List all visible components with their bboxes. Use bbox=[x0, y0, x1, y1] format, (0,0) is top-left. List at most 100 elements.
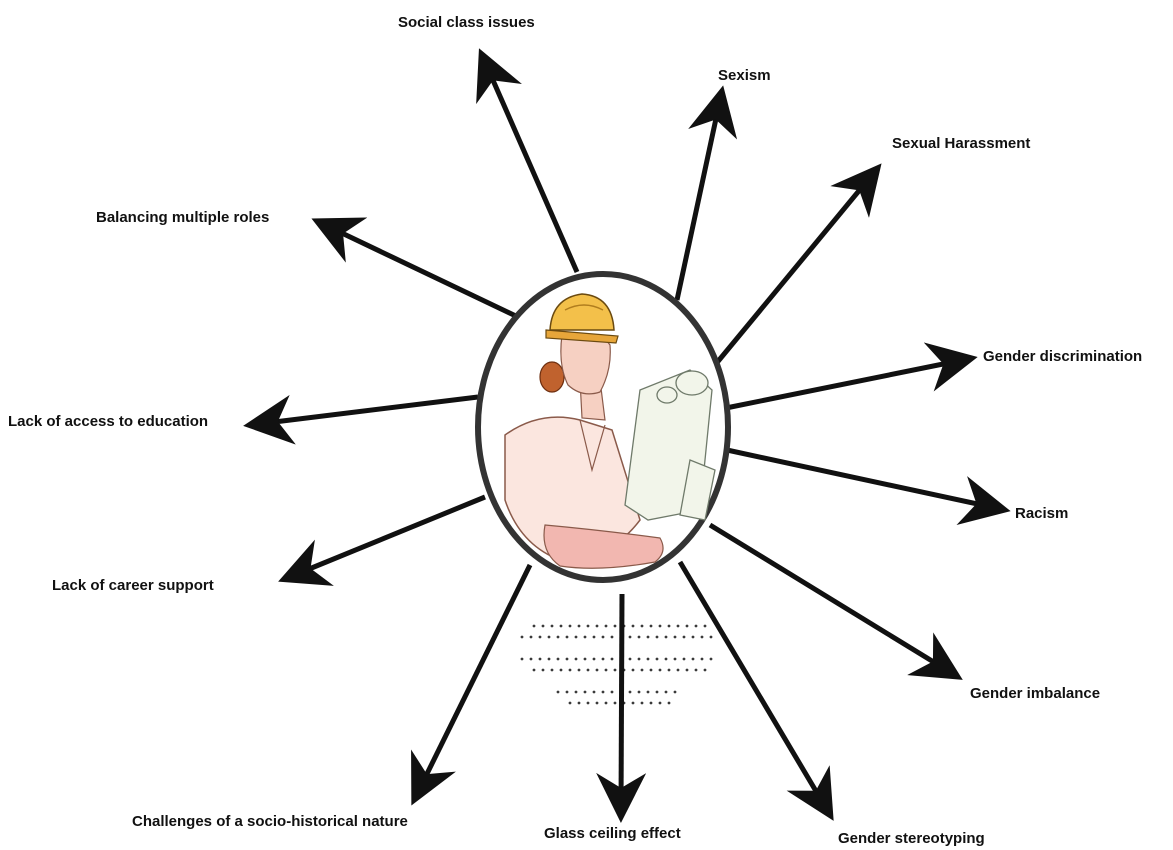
shadow-dot bbox=[647, 691, 650, 694]
shadow-dot bbox=[569, 702, 572, 705]
arrow-glass-ceiling-effect bbox=[621, 594, 622, 808]
shadow-dot bbox=[632, 702, 635, 705]
shadow-dot bbox=[578, 702, 581, 705]
shadow-dot bbox=[593, 691, 596, 694]
shadow-dot bbox=[584, 658, 587, 661]
shadow-dot bbox=[560, 625, 563, 628]
shadow-dot bbox=[566, 691, 569, 694]
shadow-dot bbox=[557, 658, 560, 661]
shadow-dot bbox=[551, 625, 554, 628]
shadow-dot bbox=[614, 625, 617, 628]
shadow-dot bbox=[584, 691, 587, 694]
shadow-dot bbox=[575, 658, 578, 661]
shadow-dot bbox=[557, 636, 560, 639]
shadow-dot bbox=[605, 669, 608, 672]
shadow-dot bbox=[605, 625, 608, 628]
shadow-dot bbox=[674, 658, 677, 661]
shadow-dot bbox=[692, 658, 695, 661]
shadow-dot bbox=[641, 669, 644, 672]
shadow-dot bbox=[614, 702, 617, 705]
shadow-dot bbox=[629, 691, 632, 694]
shadow-dot bbox=[596, 702, 599, 705]
shadow-dot bbox=[566, 658, 569, 661]
shadow-dot bbox=[569, 669, 572, 672]
label-gender-discrimination: Gender discrimination bbox=[983, 348, 1142, 365]
shadow-dot bbox=[665, 658, 668, 661]
shadow-dot bbox=[593, 636, 596, 639]
shadow-dot bbox=[647, 658, 650, 661]
label-glass-ceiling-effect: Glass ceiling effect bbox=[544, 825, 681, 842]
shadow-dot bbox=[596, 669, 599, 672]
shadow-dot bbox=[632, 669, 635, 672]
shadow-dot bbox=[587, 625, 590, 628]
shadow-dot bbox=[548, 636, 551, 639]
shadow-dot bbox=[647, 636, 650, 639]
shadow-dot bbox=[659, 702, 662, 705]
shadow-dot bbox=[611, 636, 614, 639]
arrow-sexual-harassment bbox=[715, 175, 872, 365]
shadow-dot bbox=[656, 658, 659, 661]
label-sexism: Sexism bbox=[718, 67, 771, 84]
shadow-dot bbox=[578, 625, 581, 628]
shadow-dot bbox=[641, 702, 644, 705]
shadow-dot bbox=[710, 658, 713, 661]
shadow-dot bbox=[539, 658, 542, 661]
shadow-dot bbox=[632, 625, 635, 628]
shadow-dot bbox=[533, 625, 536, 628]
arrow-social-class-issues bbox=[485, 62, 577, 272]
central-figure bbox=[478, 274, 728, 580]
shadow-dot bbox=[587, 702, 590, 705]
shadow-dot bbox=[638, 636, 641, 639]
shadow-dot bbox=[533, 669, 536, 672]
shadow-dot bbox=[602, 658, 605, 661]
shadow-dot bbox=[650, 625, 653, 628]
shadow-dot bbox=[674, 691, 677, 694]
shadow-dot bbox=[674, 636, 677, 639]
shadow-dot bbox=[701, 636, 704, 639]
shadow-dot bbox=[548, 658, 551, 661]
shadow-dot bbox=[677, 625, 680, 628]
shadow-dot bbox=[587, 669, 590, 672]
arrow-gender-stereotyping bbox=[680, 562, 826, 808]
shadow-dot bbox=[704, 625, 707, 628]
shadow-dot bbox=[557, 691, 560, 694]
shadow-dot bbox=[551, 669, 554, 672]
arrow-gender-discrimination bbox=[726, 360, 963, 408]
shadow-dot bbox=[569, 625, 572, 628]
shadow-dot bbox=[560, 669, 563, 672]
shadow-dot bbox=[575, 636, 578, 639]
shadow-dot bbox=[638, 691, 641, 694]
shadow-dot bbox=[665, 691, 668, 694]
shadow-dot bbox=[596, 625, 599, 628]
shadow-dot bbox=[629, 636, 632, 639]
shadow-dot bbox=[593, 658, 596, 661]
shadow-dot bbox=[614, 669, 617, 672]
shadow-dot bbox=[584, 636, 587, 639]
arrow-challenges-socio-historical bbox=[418, 565, 530, 792]
shadow-dot bbox=[668, 702, 671, 705]
shadow-dot bbox=[650, 669, 653, 672]
label-social-class-issues: Social class issues bbox=[398, 14, 535, 31]
shadow-dot bbox=[659, 625, 662, 628]
shadow-dot bbox=[530, 636, 533, 639]
shadow-dot bbox=[542, 669, 545, 672]
shadow-dot bbox=[656, 691, 659, 694]
label-sexual-harassment: Sexual Harassment bbox=[892, 135, 1030, 152]
shadow-dot bbox=[665, 636, 668, 639]
shadow-dot bbox=[575, 691, 578, 694]
arrow-racism bbox=[727, 450, 996, 508]
shadow-dot bbox=[650, 702, 653, 705]
shadow-dot bbox=[677, 669, 680, 672]
shadow-dot bbox=[641, 625, 644, 628]
shadow-dot bbox=[701, 658, 704, 661]
shadow-dot bbox=[542, 625, 545, 628]
shadow-dot bbox=[683, 658, 686, 661]
shadow-dot bbox=[695, 669, 698, 672]
label-racism: Racism bbox=[1015, 505, 1068, 522]
shadow-dot bbox=[611, 691, 614, 694]
label-lack-of-career-support: Lack of career support bbox=[52, 577, 214, 594]
shadow-dot bbox=[629, 658, 632, 661]
arrow-gender-imbalance bbox=[710, 525, 950, 672]
shadow-dot bbox=[695, 625, 698, 628]
